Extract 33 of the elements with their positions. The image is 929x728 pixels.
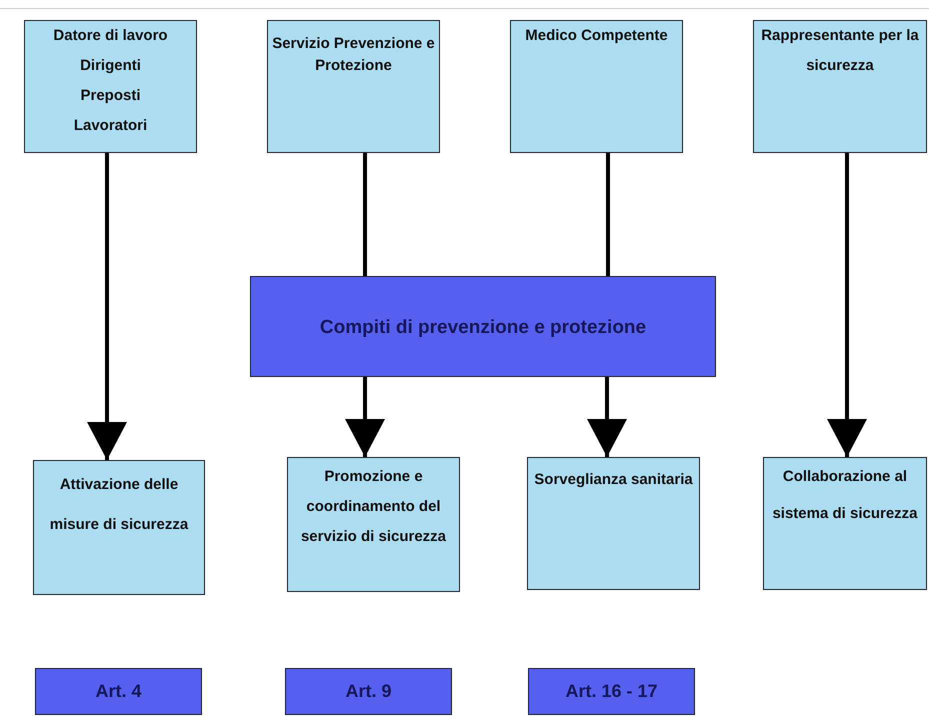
box-text: Medico Competente [524,26,669,46]
box-text: Sorveglianza sanitaria [533,470,694,490]
arrow [87,153,127,460]
box-text: Datore di lavoro [52,26,169,46]
box-text: Art. 9 [344,680,392,703]
role-box [267,20,440,153]
box-text: Dirigenti [79,56,142,76]
arrow [587,377,627,457]
box-text: Lavoratori [72,116,148,136]
topic-box [285,668,452,715]
connector-line [606,153,610,276]
arrow [345,377,385,457]
box-text: Promozione e coordinamento del servizio di sicurezza [300,467,448,547]
role-box [753,20,927,153]
box-text: Rappresentante per la sicurezza [760,26,920,76]
topic-box [35,668,202,715]
role-box [763,457,927,590]
box-text: Compiti di prevenzione e protezione [318,316,648,340]
connector-line [363,153,367,276]
role-box [24,20,197,153]
topic-box [528,668,695,715]
topic-box [250,276,716,377]
role-box [33,460,205,595]
box-text: Attivazione delle misure di sicurezza [48,475,190,535]
role-box [527,457,700,590]
box-text: Collaborazione al sistema di sicurezza [771,467,919,524]
box-text: Servizio Prevenzione e Protezione [271,34,436,76]
box-text: Preposti [79,86,142,106]
arrow [827,153,867,457]
role-box [287,457,460,592]
box-text: Art. 16 - 17 [564,680,659,703]
box-text: Art. 4 [94,680,142,703]
role-box [510,20,683,153]
